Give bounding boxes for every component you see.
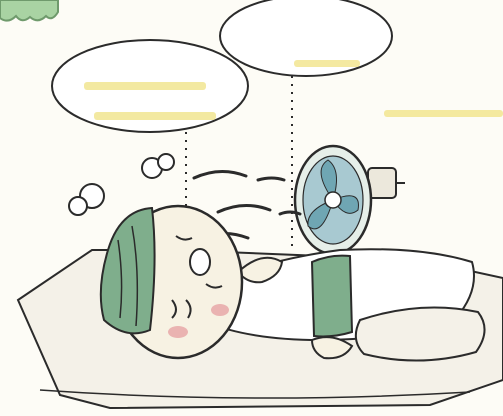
hedge-shape: [0, 0, 59, 22]
sensations-bubble: [219, 0, 393, 77]
green-garment: [310, 254, 354, 338]
steam-puffs: [68, 153, 175, 216]
hand-lower: [310, 336, 354, 360]
highlight-marks: [84, 60, 503, 120]
mattress-edge-line: [39, 389, 471, 399]
wet-towel: [99, 206, 156, 335]
dotted-leaders: [185, 76, 293, 246]
patient-head: [99, 204, 244, 360]
arm-on-chest: [236, 256, 284, 284]
pillow: [354, 306, 486, 362]
